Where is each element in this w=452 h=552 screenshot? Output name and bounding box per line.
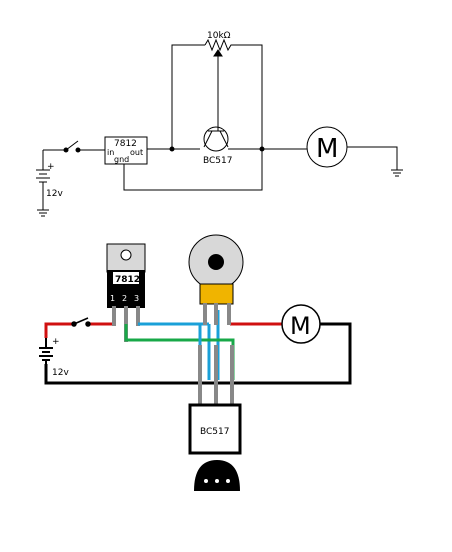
schematic-pot-label: 10kΩ (207, 31, 231, 41)
wiring-motor (281, 304, 321, 344)
wire-black-return (44, 322, 352, 385)
wiring-pin-1: 1 (110, 294, 115, 303)
wiring-motor-symbol: M (290, 312, 311, 340)
schematic (36, 38, 403, 217)
schematic-wire-gnd (123, 149, 263, 191)
wiring-transistor (188, 403, 242, 455)
wiring-switch (71, 317, 91, 327)
wiring (39, 234, 352, 491)
schematic-motor-symbol: M (316, 134, 338, 164)
wiring-pin-3: 3 (134, 294, 139, 303)
wiring-battery-label: 12v (52, 368, 69, 378)
schematic-battery-plus: + (47, 162, 55, 172)
schematic-regulator-out-label: out (130, 148, 143, 157)
schematic-transistor-label: BC517 (203, 156, 232, 166)
schematic-regulator-in-label: in (107, 148, 114, 157)
schematic-wire-pot-loop (171, 44, 205, 149)
schematic-transistor (203, 122, 229, 152)
schematic-regulator (104, 136, 148, 165)
wiring-battery-plus: + (52, 337, 60, 347)
wiring-regulator-label: 7812 (115, 275, 140, 285)
schematic-battery (36, 150, 50, 210)
schematic-node-right (259, 146, 265, 152)
wiring-potentiometer (188, 234, 244, 325)
schematic-wire-pot-right (233, 44, 263, 149)
wiring-regulator (106, 243, 146, 342)
schematic-potentiometer (204, 38, 233, 52)
schematic-regulator-label: 7812 (114, 139, 137, 149)
schematic-wire-motor-ground (347, 146, 398, 170)
schematic-motor-ground (391, 169, 403, 177)
schematic-battery-label: 12v (46, 189, 63, 199)
schematic-battery-ground (37, 209, 49, 217)
wire-red-regulator (90, 306, 116, 326)
wiring-transistor-label: BC517 (200, 427, 229, 437)
schematic-switch (63, 140, 105, 153)
schematic-regulator-gnd-label: gnd (114, 155, 129, 164)
wiring-transistor-legs (198, 345, 234, 407)
wire-red-battery (44, 322, 72, 338)
wiring-battery (39, 338, 53, 364)
schematic-pot-wiper-arrow (213, 49, 223, 57)
wiring-transistor-bottom-view (194, 460, 240, 491)
schematic-node-left (169, 146, 175, 152)
wiring-pin-2: 2 (122, 294, 127, 303)
